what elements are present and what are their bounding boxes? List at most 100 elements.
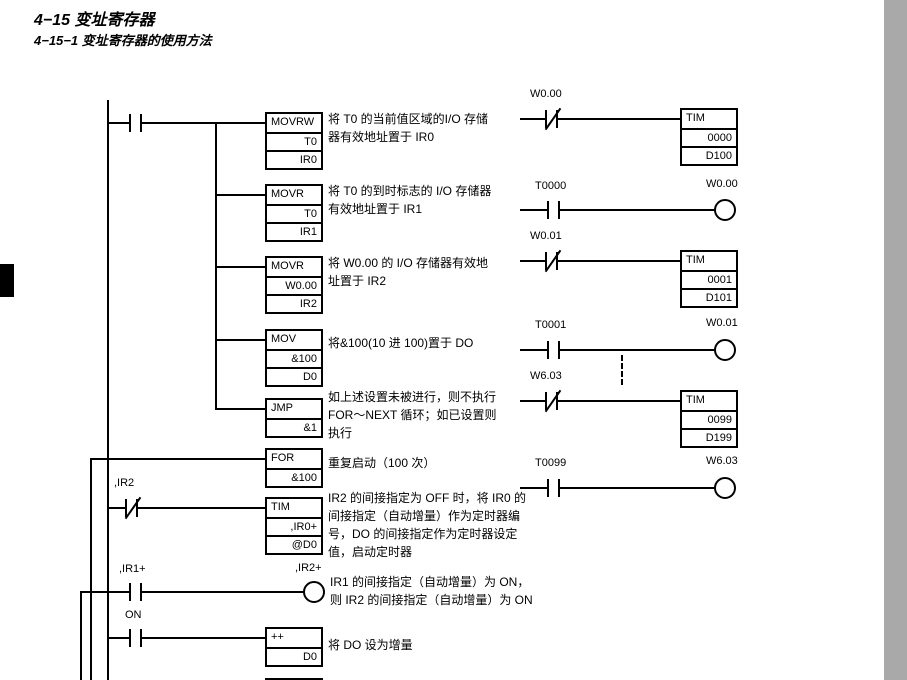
wire bbox=[90, 458, 267, 460]
page-edge-bar bbox=[884, 0, 907, 680]
operand: D0 bbox=[267, 647, 321, 665]
wire bbox=[215, 408, 267, 410]
mnemonic: TIM bbox=[686, 254, 705, 266]
contact-label: W0.01 bbox=[530, 230, 562, 242]
wire bbox=[520, 209, 548, 211]
wire bbox=[520, 487, 548, 489]
wire bbox=[141, 122, 267, 124]
operand: D101 bbox=[682, 288, 736, 306]
contact-label: W6.03 bbox=[530, 370, 562, 382]
instruction-box-tim-0099: TIM 0099 D199 bbox=[680, 390, 738, 448]
coil-w001-icon bbox=[714, 339, 736, 361]
section-title: 4−15 变址寄存器 bbox=[34, 12, 155, 29]
mnemonic: MOVR bbox=[271, 188, 304, 200]
coil-label: ,IR2+ bbox=[295, 562, 322, 574]
mnemonic: ++ bbox=[271, 631, 284, 643]
operand: W0.00 bbox=[267, 276, 321, 294]
instruction-box-tim-indirect: TIM ,IR0+ @D0 bbox=[265, 497, 323, 555]
wire bbox=[141, 591, 304, 593]
wire bbox=[107, 122, 131, 124]
left-power-rail-3 bbox=[80, 591, 82, 680]
contact-label: ,IR2 bbox=[114, 477, 135, 489]
mnemonic: TIM bbox=[271, 501, 290, 513]
mnemonic: JMP bbox=[271, 402, 293, 414]
operand: D0 bbox=[267, 367, 321, 385]
operand: 0000 bbox=[682, 128, 736, 146]
wire bbox=[137, 507, 267, 509]
note-ir1: IR1 的间接指定（自动增量）为 ON， 则 IR2 的间接指定（自动增量）为 … bbox=[330, 575, 533, 607]
operand: T0 bbox=[267, 132, 321, 150]
note-movrw: 将 T0 的当前值区域的I/O 存储 器有效地址置于 IR0 bbox=[328, 112, 489, 144]
instruction-box-movrw: MOVRW T0 IR0 bbox=[265, 112, 323, 170]
coil-label: W6.03 bbox=[706, 455, 738, 467]
wire bbox=[215, 194, 267, 196]
operand: T0 bbox=[267, 204, 321, 222]
instruction-box-tim-0001: TIM 0001 D101 bbox=[680, 250, 738, 308]
instruction-box-jmp: JMP &1 bbox=[265, 398, 323, 438]
operand: &1 bbox=[267, 418, 321, 436]
mnemonic: MOV bbox=[271, 333, 297, 345]
contact-label: T0099 bbox=[535, 457, 567, 469]
mnemonic: MOVR bbox=[271, 260, 304, 272]
wire bbox=[215, 339, 267, 341]
operand: IR1 bbox=[267, 222, 321, 240]
mnemonic: TIM bbox=[686, 112, 705, 124]
contact-label: W0.00 bbox=[530, 88, 562, 100]
wire bbox=[557, 260, 682, 262]
contact-label: ON bbox=[125, 609, 142, 621]
wire bbox=[107, 507, 127, 509]
operand: IR2 bbox=[267, 294, 321, 312]
wire bbox=[520, 349, 548, 351]
coil-w603-icon bbox=[714, 477, 736, 499]
wire bbox=[520, 400, 546, 402]
operand: &100 bbox=[267, 349, 321, 367]
subsection-title: 4−15−1 变址寄存器的使用方法 bbox=[34, 33, 212, 48]
wire bbox=[559, 349, 716, 351]
wire bbox=[557, 118, 682, 120]
operand: D199 bbox=[682, 428, 736, 446]
section-tab-marker bbox=[0, 264, 14, 297]
left-power-rail-2 bbox=[90, 458, 92, 680]
mnemonic: TIM bbox=[686, 394, 705, 406]
instruction-box-increment: ++ D0 bbox=[265, 627, 323, 667]
contact-label: T0000 bbox=[535, 180, 567, 192]
coil-w000-icon bbox=[714, 199, 736, 221]
note-increment: 将 DO 设为增量 bbox=[328, 638, 413, 652]
left-power-rail bbox=[107, 100, 109, 680]
wire bbox=[559, 209, 716, 211]
operand: 0001 bbox=[682, 270, 736, 288]
note-mov: 将&100(10 进 100)置于 DO bbox=[328, 336, 474, 350]
note-movr-2: 将 W0.00 的 I/O 存储器有效地 址置于 IR2 bbox=[328, 256, 489, 288]
coil-label: W0.01 bbox=[706, 317, 738, 329]
instruction-box-tim-0000: TIM 0000 D100 bbox=[680, 108, 738, 166]
wire bbox=[141, 637, 267, 639]
note-jmp: 如上述设置未被进行，则不执行 FOR～NEXT 循环；如已设置则 执行 bbox=[328, 390, 497, 440]
coil-label: W0.00 bbox=[706, 178, 738, 190]
wire bbox=[215, 266, 267, 268]
contact-label: ,IR1+ bbox=[119, 563, 146, 575]
mnemonic: MOVRW bbox=[271, 116, 315, 128]
note-movr-1: 将 T0 的到时标志的 I/O 存储器 有效地址置于 IR1 bbox=[328, 184, 492, 216]
wire bbox=[520, 260, 546, 262]
operand: IR0 bbox=[267, 150, 321, 168]
coil-ir2p-icon bbox=[303, 581, 325, 603]
note-for: 重复启动（100 次） bbox=[328, 456, 436, 470]
operand: D100 bbox=[682, 146, 736, 164]
note-tim: IR2 的间接指定为 OFF 时，将 IR0 的 间接指定（自动增量）作为定时器… bbox=[328, 491, 527, 559]
wire bbox=[80, 591, 130, 593]
operand: &100 bbox=[267, 468, 321, 486]
mnemonic: FOR bbox=[271, 452, 295, 464]
instruction-box-partial bbox=[265, 678, 323, 680]
instruction-box-movr-1: MOVR T0 IR1 bbox=[265, 184, 323, 242]
continuation-dots-icon bbox=[621, 355, 623, 385]
operand: @D0 bbox=[267, 535, 321, 553]
wire bbox=[520, 118, 546, 120]
wire bbox=[559, 487, 716, 489]
instruction-box-for: FOR &100 bbox=[265, 448, 323, 488]
wire bbox=[557, 400, 682, 402]
operand: 0099 bbox=[682, 410, 736, 428]
instruction-box-movr-2: MOVR W0.00 IR2 bbox=[265, 256, 323, 314]
contact-label: T0001 bbox=[535, 319, 567, 331]
instruction-box-mov: MOV &100 D0 bbox=[265, 329, 323, 387]
